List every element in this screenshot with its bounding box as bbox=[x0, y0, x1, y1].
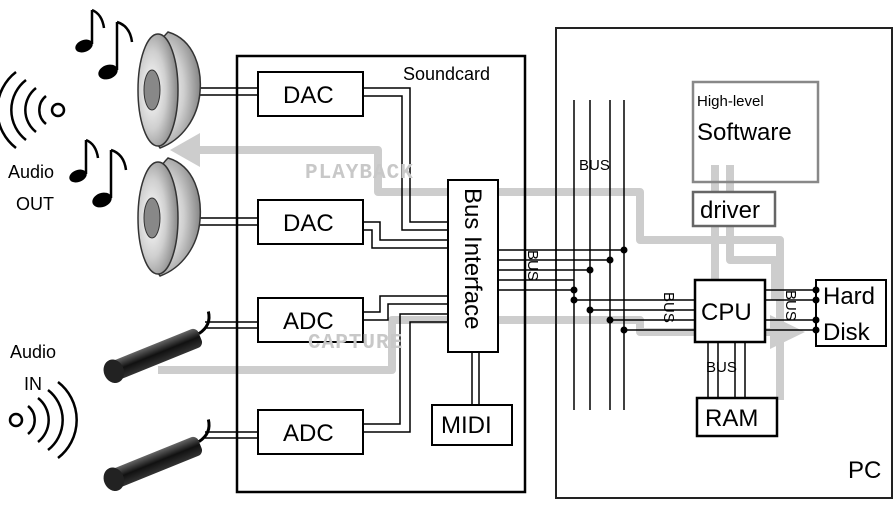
dac-label-1: DAC bbox=[283, 82, 334, 109]
pc-box bbox=[555, 27, 893, 499]
speaker-icon bbox=[137, 31, 202, 149]
wires bbox=[200, 87, 816, 439]
capture-label: CAPTURE bbox=[308, 332, 403, 355]
ram-box bbox=[695, 396, 779, 438]
music-notes-icon bbox=[69, 138, 128, 208]
bus-junction-dots bbox=[570, 246, 820, 334]
disk-label: Disk bbox=[823, 319, 871, 346]
cpu-label: CPU bbox=[701, 299, 752, 326]
midi-box bbox=[431, 404, 513, 446]
audio-in-label-1: Audio bbox=[10, 342, 56, 362]
soundcard-label: Soundcard bbox=[403, 64, 490, 84]
audio-out-label-2: OUT bbox=[16, 194, 54, 214]
audio-in-label-2: IN bbox=[24, 374, 42, 394]
sound-waves-icon bbox=[0, 71, 66, 149]
capture-flow-arrow bbox=[158, 315, 805, 374]
bus-interface-label: Bus Interface bbox=[459, 188, 486, 329]
speaker-icon bbox=[137, 157, 202, 277]
software-label: Software bbox=[697, 119, 792, 146]
adc-label-1: ADC bbox=[283, 308, 334, 335]
midi-label: MIDI bbox=[441, 412, 492, 439]
pc-label: PC bbox=[848, 457, 881, 484]
adc-label-2: ADC bbox=[283, 420, 334, 447]
software-box bbox=[691, 80, 820, 184]
bus-interface-box bbox=[447, 179, 499, 353]
hard-label: Hard bbox=[823, 283, 875, 310]
soundcard-box bbox=[235, 54, 527, 494]
hard-disk-box bbox=[815, 279, 887, 347]
ram-label: RAM bbox=[705, 405, 758, 432]
microphone-icon bbox=[103, 419, 211, 491]
high-level-label: High-level bbox=[697, 93, 764, 110]
adc-box-1 bbox=[257, 297, 364, 343]
audio-out-label-1: Audio bbox=[8, 162, 54, 182]
microphone-icon bbox=[103, 311, 211, 383]
cpu-box bbox=[693, 278, 767, 344]
driver-label: driver bbox=[700, 197, 760, 224]
bus-label-cpu: BUS bbox=[660, 292, 677, 323]
playback-label: PLAYBACK bbox=[305, 162, 414, 185]
driver-box bbox=[691, 190, 777, 228]
playback-flow-arrow bbox=[170, 133, 784, 400]
bus-label-soundcard: BUS bbox=[524, 250, 541, 281]
dac-box-1 bbox=[257, 71, 364, 117]
dac-label-2: DAC bbox=[283, 210, 334, 237]
bus-label-disk: BUS bbox=[782, 290, 799, 321]
music-notes-icon bbox=[75, 8, 134, 80]
sound-waves-icon bbox=[8, 381, 78, 459]
bus-label-ram: BUS bbox=[706, 359, 737, 376]
bus-label-pc: BUS bbox=[579, 157, 610, 174]
